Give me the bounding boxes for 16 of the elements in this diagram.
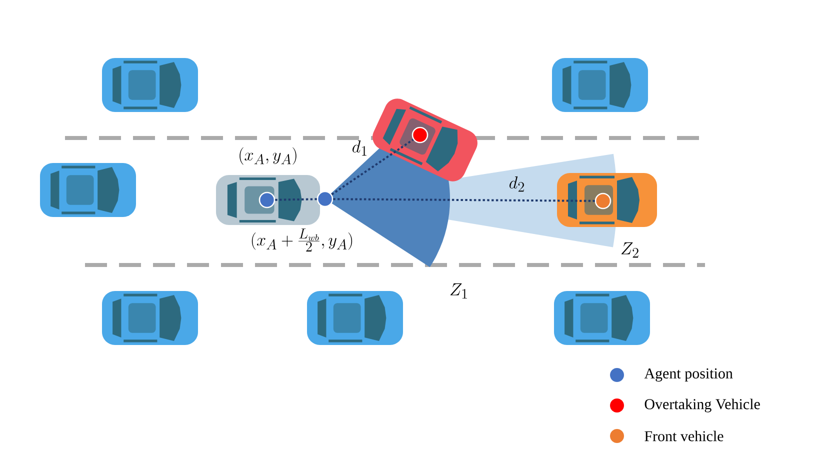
position-dot [594,192,612,210]
distance-label: $d_2$ [510,176,524,192]
legend-label: Overtaking Vehicle [644,398,760,412]
distance-line [333,198,595,202]
zone-label: $Z_1$ [450,283,467,299]
distance-label: $d_1$ [352,140,367,156]
legend-label: Agent position [644,368,733,382]
distance-line [275,198,317,201]
zone-label: $Z_2$ [621,242,638,258]
coordinate-label: $(x_A+\frac{L_{wb}}{2}, y_A)$ [252,228,352,252]
position-dot [412,126,428,144]
distance-line [331,138,414,196]
position-dot [258,192,276,208]
position-dot [316,190,334,208]
coordinate-label: $(x_A, y_A)$ [240,147,296,165]
legend-label: Front vehicle [644,430,724,442]
